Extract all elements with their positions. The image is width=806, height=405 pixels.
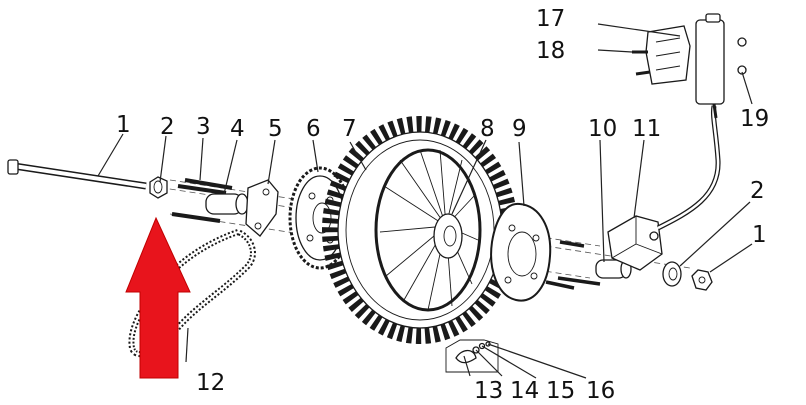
callout-1: 1 (116, 112, 131, 138)
callout-labels: 1 2 3 4 5 6 7 8 9 10 11 12 13 14 15 16 1… (116, 6, 769, 404)
callout-14: 14 (510, 378, 539, 404)
callout-7: 7 (342, 116, 357, 142)
up-arrow-icon (125, 216, 191, 379)
lock-plate-part (245, 179, 279, 237)
callout-2: 2 (160, 114, 175, 140)
callout-4: 4 (230, 116, 245, 142)
axle-part (7, 159, 147, 190)
callout-18: 18 (536, 38, 565, 64)
callout-6: 6 (306, 116, 321, 142)
master-cylinder-part (632, 13, 747, 119)
callout-13: 13 (474, 378, 503, 404)
rim-spokes-part (374, 148, 482, 312)
right-axle-nut-part (662, 261, 682, 287)
spacer-part (205, 193, 249, 215)
axle-nut-part (149, 176, 168, 199)
disc-bolts-part (545, 240, 601, 290)
leader-lines (97, 23, 753, 379)
callout-1-right: 1 (752, 222, 767, 248)
sprocket-bolts-part (171, 178, 233, 223)
tire-part (322, 116, 518, 344)
callout-3: 3 (196, 114, 211, 140)
callout-12: 12 (196, 370, 225, 396)
callout-2-right: 2 (750, 178, 765, 204)
callout-19: 19 (740, 106, 769, 132)
callout-16: 16 (586, 378, 615, 404)
callout-11: 11 (632, 116, 661, 142)
callout-5: 5 (268, 116, 283, 142)
callout-15: 15 (546, 378, 575, 404)
brake-caliper-part (607, 215, 663, 271)
right-axle-end-part (691, 269, 713, 291)
callout-9: 9 (512, 116, 527, 142)
callout-8: 8 (480, 116, 495, 142)
callout-17: 17 (536, 6, 565, 32)
brake-hose-part (656, 105, 721, 231)
brake-disc-part (490, 202, 552, 302)
callout-10: 10 (588, 116, 617, 142)
